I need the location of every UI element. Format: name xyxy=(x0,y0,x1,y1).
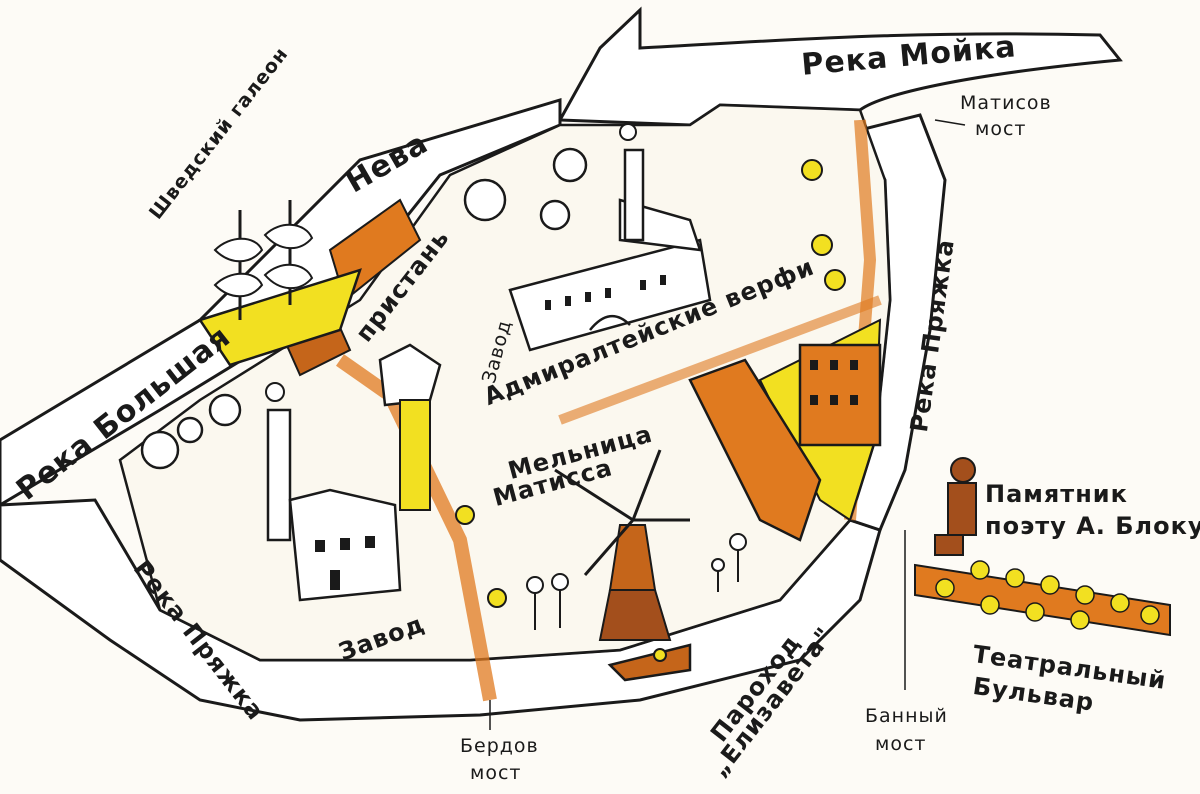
theatre-boulevard xyxy=(914,560,1171,637)
factory-icon xyxy=(508,123,712,352)
leader-lines xyxy=(489,119,966,730)
ship-icon xyxy=(198,200,362,367)
plaza xyxy=(758,318,882,522)
label-matisov-bridge-line2: мост xyxy=(975,118,1027,140)
long-building xyxy=(688,358,822,542)
river-moika xyxy=(557,6,1123,127)
tree-icon xyxy=(140,147,588,470)
steamer-icon xyxy=(607,643,692,682)
windmill-icon xyxy=(554,449,690,641)
small-house xyxy=(378,343,442,511)
label-monument-line1: Памятник xyxy=(985,480,1128,508)
yellow-trees xyxy=(455,159,846,608)
people-icon xyxy=(526,533,747,630)
label-monument-line2: поэту А. Блоку xyxy=(985,512,1200,540)
factory-left xyxy=(265,382,402,602)
label-bannyi-bridge-line1: Банный xyxy=(865,705,948,727)
label-bannyi-bridge-line2: мост xyxy=(875,733,927,755)
label-berdov-bridge-line1: Бердов xyxy=(460,735,539,757)
monument-icon xyxy=(934,457,977,556)
label-matisov-bridge-line1: Матисов xyxy=(960,92,1052,114)
label-berdov-bridge-line2: мост xyxy=(470,762,522,784)
road-cross xyxy=(558,295,882,425)
